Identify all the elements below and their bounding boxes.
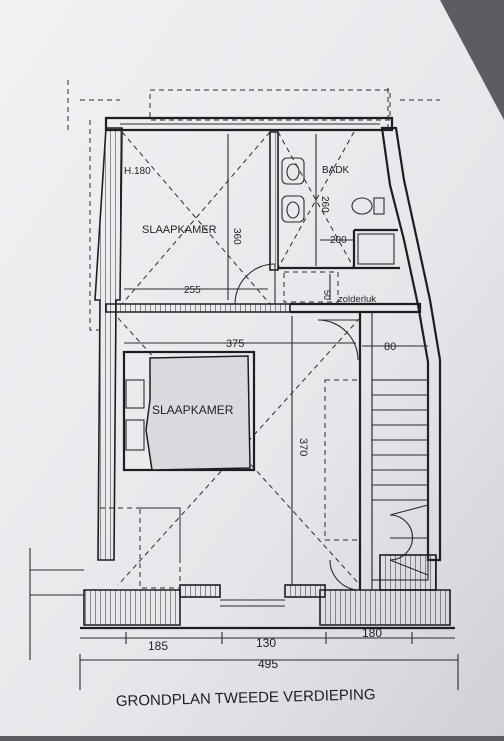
bottom-wall [83,589,181,626]
shower-icon [357,233,395,265]
dim-total-width: 495 [258,657,278,671]
dim-top-room-length: 360 [231,228,242,245]
dim-bottom-left: 185 [148,639,168,653]
height-note: H.180 [124,166,151,177]
bath-partition [269,131,279,271]
void-diagonal [121,131,271,305]
dim-main-width: 375 [226,338,244,350]
dim-top-room-width: 255 [184,285,201,296]
attic-hatch-outline [283,271,339,303]
dim-bottom-right: 180 [362,626,382,640]
dim-bath-length: 260 [319,196,330,213]
dim-bath-small: 200 [330,235,347,246]
plan-title: GRONDPLAN TWEEDE VERDIEPING [116,686,376,710]
dim-main-length: 370 [297,438,309,456]
outer-wall-right [380,126,442,562]
sink-icon [281,157,305,223]
room-label-bedroom-bottom: SLAAPKAMER [152,403,234,417]
dim-stair-width: 80 [384,341,396,353]
toilet-icon [351,197,385,215]
bed-icon [122,350,256,472]
middle-wall [105,303,291,313]
room-label-attic-hatch: zolderluk [338,294,376,305]
dim-hatch-size: 50 [322,290,332,300]
door-swing-icon [234,263,276,305]
room-label-bathroom: BADK [322,165,350,176]
outer-wall-left [94,127,123,561]
outer-wall-top [104,116,394,132]
room-label-bedroom-top: SLAAPKAMER [142,224,217,236]
dim-bottom-mid: 130 [256,636,276,650]
